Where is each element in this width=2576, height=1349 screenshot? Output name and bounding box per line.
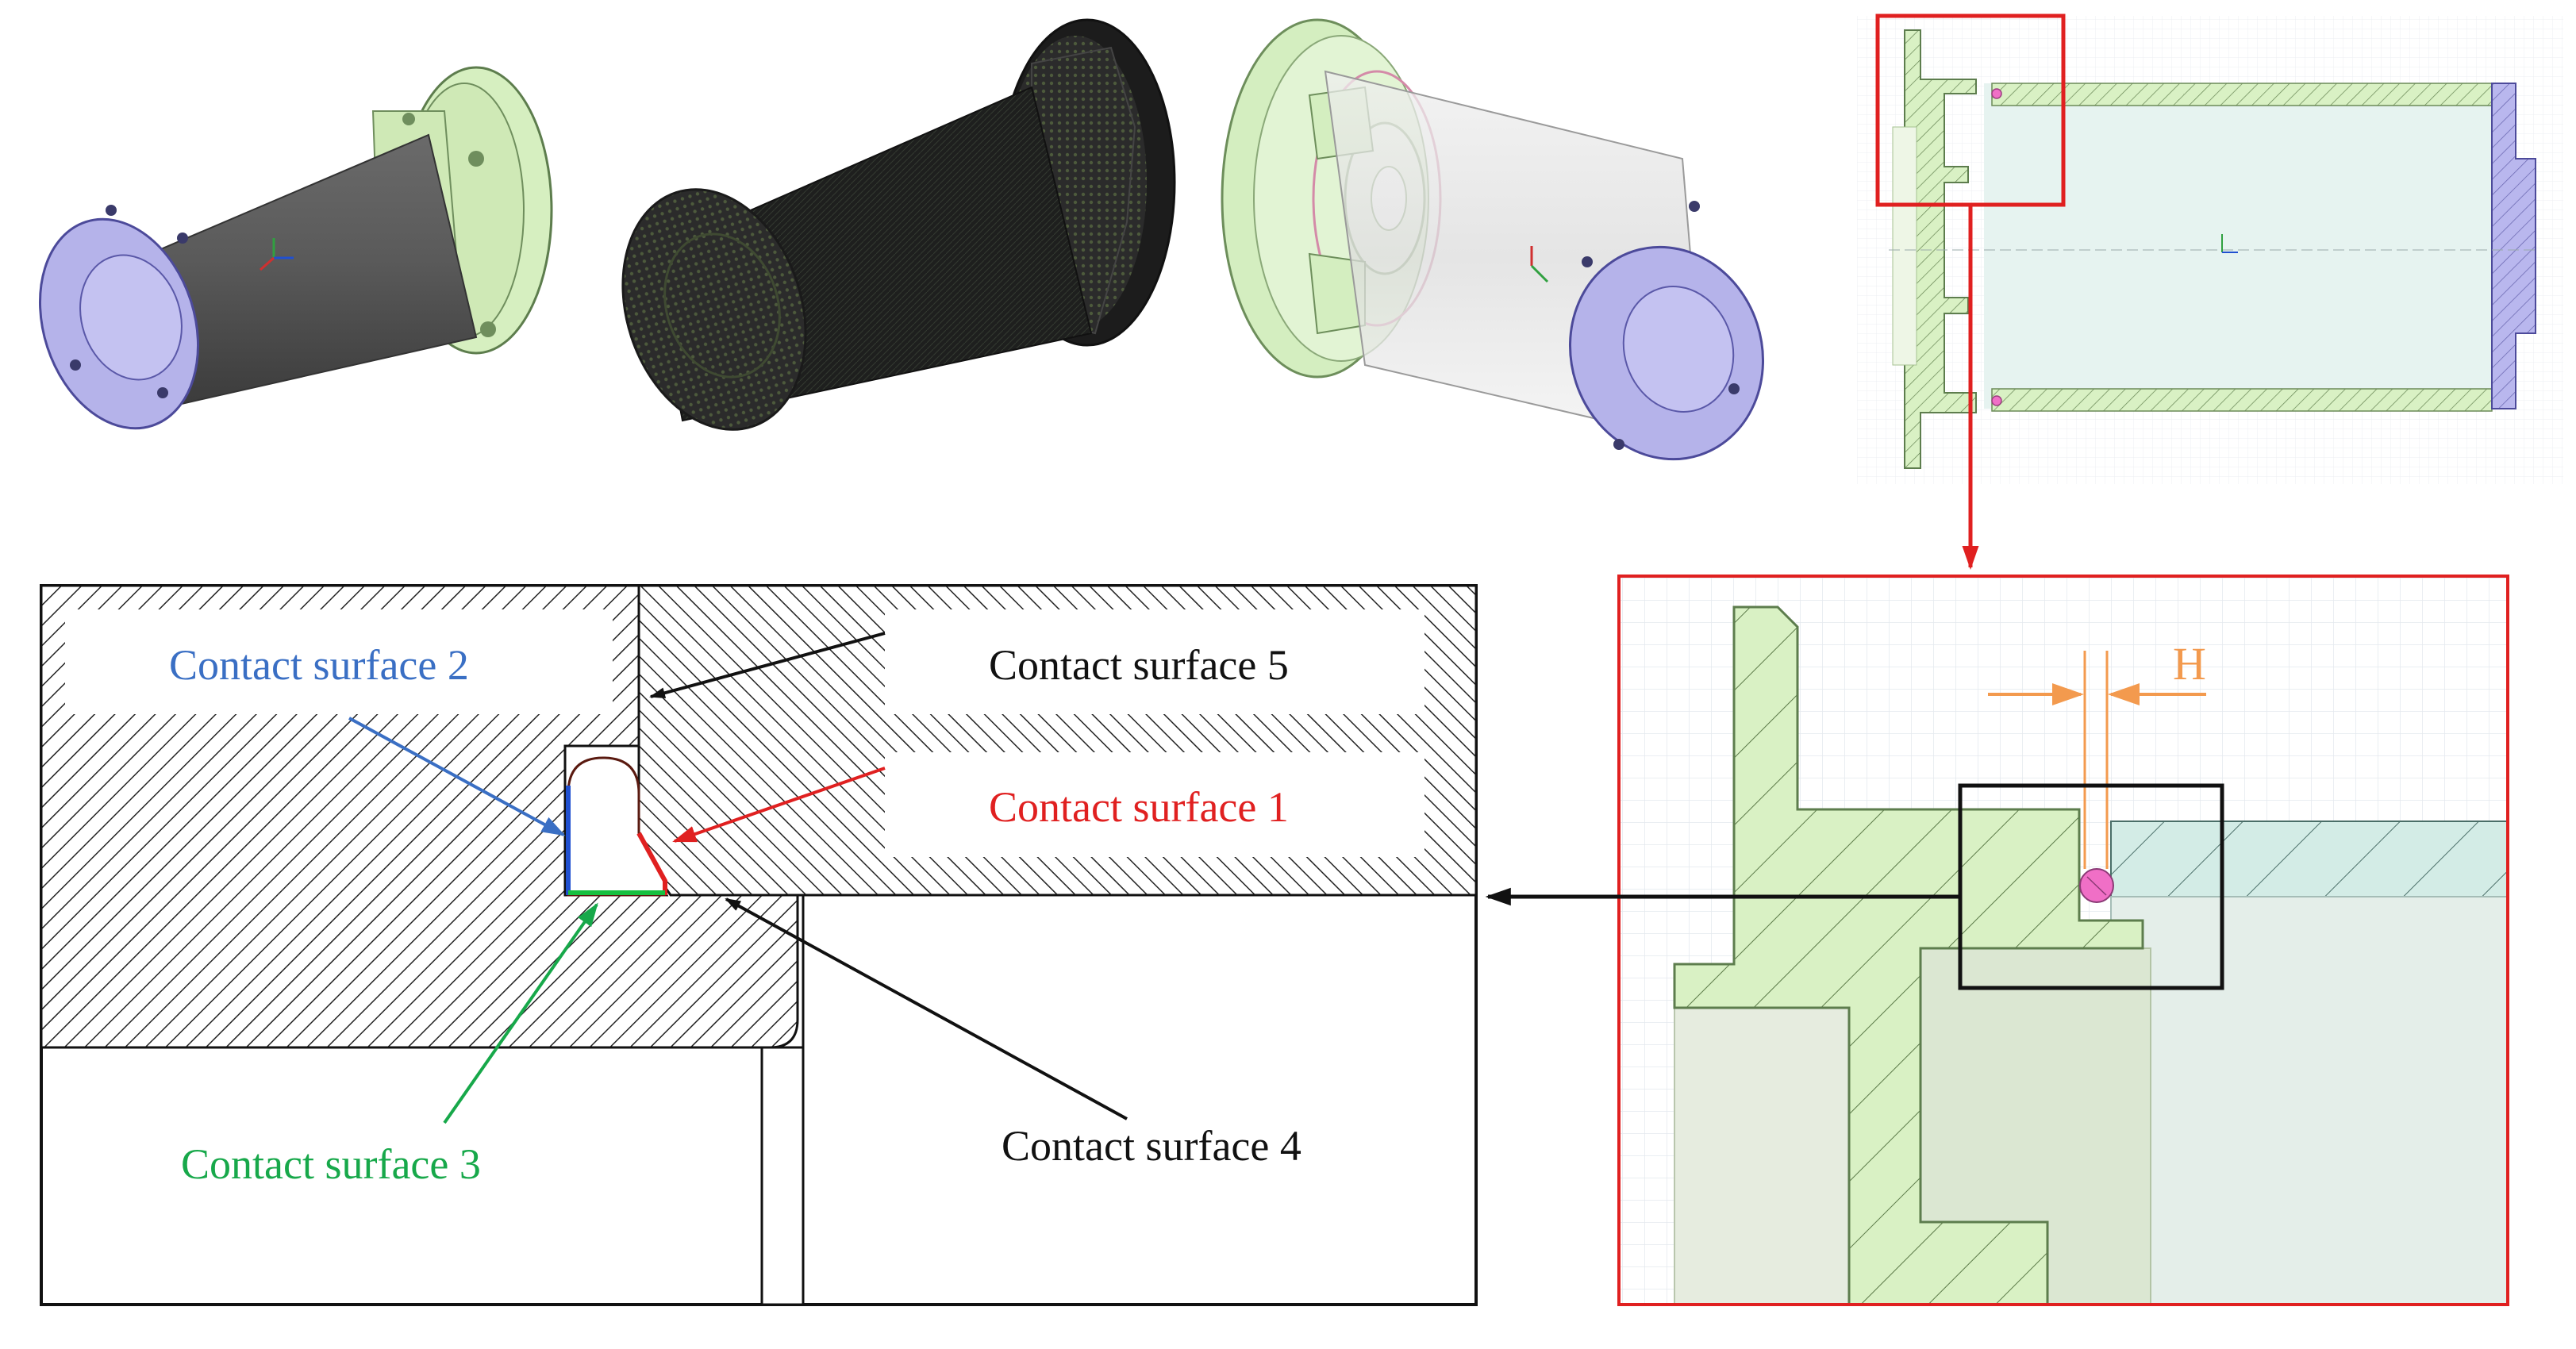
label-bg-cs5 [885, 609, 1424, 714]
label-gap-H: H [2173, 638, 2206, 690]
arrow-cs5 [649, 632, 886, 699]
label-contact-surface-2: Contact surface 2 [169, 641, 469, 689]
label-contact-surface-5: Contact surface 5 [989, 641, 1289, 689]
label-contact-surface-3: Contact surface 3 [181, 1140, 481, 1188]
arrow-cs1 [672, 767, 886, 843]
label-contact-surface-1: Contact surface 1 [989, 783, 1289, 831]
zoom-frame [1617, 575, 2509, 1306]
zoom-flange-section [1673, 605, 2144, 1305]
arrow-cs3 [443, 902, 598, 1124]
seal-profile [567, 756, 667, 897]
label-contact-surface-4: Contact surface 4 [1002, 1122, 1301, 1170]
detail-diagram [40, 584, 1478, 1306]
arrow-cs4 [725, 897, 1128, 1120]
label-bg-cs1 [885, 752, 1424, 857]
view-iso-solid [38, 66, 553, 430]
view-section [1857, 13, 2563, 570]
zoom-detail-box [1958, 783, 2224, 990]
arrow-cs2 [348, 717, 566, 836]
section-endcap [2491, 83, 2536, 409]
zoom-panel [1617, 575, 2509, 1306]
label-bg-cs2 [65, 609, 613, 714]
view-iso-transparent [1221, 18, 1765, 461]
section-flange [1904, 29, 1977, 469]
view-iso-mesh [621, 18, 1176, 431]
